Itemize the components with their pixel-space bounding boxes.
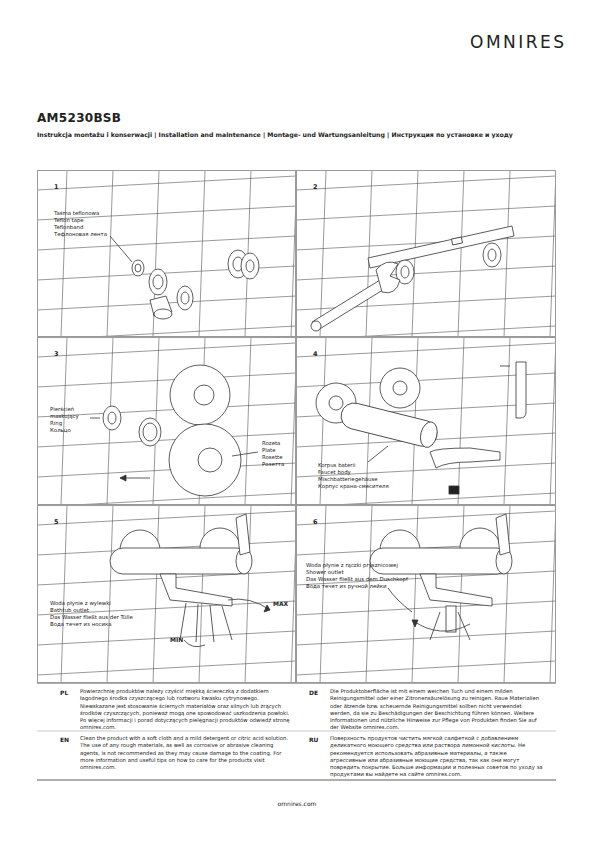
flow-marker: MAX bbox=[273, 600, 288, 607]
step-panel: 2 bbox=[296, 170, 556, 337]
part-label: Das Wasser fließt aus der Tülle bbox=[50, 614, 133, 620]
step-number: 6 bbox=[313, 518, 318, 526]
part-label: Ring bbox=[50, 420, 62, 426]
tile-grid bbox=[296, 170, 556, 337]
language-code: PL bbox=[60, 689, 68, 696]
part-label: Розетта bbox=[262, 461, 284, 467]
wrench bbox=[311, 262, 400, 331]
step-number: 4 bbox=[313, 350, 318, 358]
step-panel: 5 bbox=[37, 505, 296, 683]
eccentric-connector bbox=[132, 260, 193, 319]
flow-marker: MIN bbox=[170, 636, 183, 643]
tile-grid bbox=[296, 505, 556, 683]
diverter-knob bbox=[446, 606, 456, 632]
part-label: Bathtub outlet bbox=[50, 607, 89, 613]
part-label: Woda płynie z rączki prysznicowej bbox=[306, 562, 398, 568]
plate bbox=[169, 365, 241, 496]
part-label: Teflon tape bbox=[54, 217, 84, 223]
wall-tiles bbox=[37, 170, 556, 683]
part-label: Korpus baterii bbox=[318, 462, 356, 468]
part-label: Woda płynie z wylewki bbox=[50, 600, 111, 606]
lever-handle bbox=[500, 362, 526, 418]
part-label: maskujący bbox=[50, 413, 79, 419]
part-label: Shower outlet bbox=[306, 569, 344, 575]
model-title: AM5230BSB bbox=[37, 111, 121, 125]
tile-grid bbox=[296, 337, 556, 505]
part-label: Вода течет из ручной лейки bbox=[306, 583, 387, 589]
care-instructions: Clean the product with a soft cloth and … bbox=[80, 735, 292, 771]
step-panel: 6 bbox=[296, 505, 556, 683]
step-number: 5 bbox=[54, 518, 59, 526]
part-label: Taśma teflonowa bbox=[54, 210, 99, 216]
care-instructions: Powierzchnię produktów należy czyścić mi… bbox=[80, 688, 292, 732]
part-label: Кольцо bbox=[50, 427, 71, 433]
part-label: Teflonband bbox=[54, 224, 83, 230]
eccentric-connector bbox=[228, 250, 259, 279]
faucet-body bbox=[370, 514, 512, 632]
step-number: 1 bbox=[54, 183, 59, 191]
part-label: Rozeta bbox=[262, 440, 280, 446]
tile-grid bbox=[37, 170, 296, 337]
step-panel: 1 bbox=[37, 170, 296, 337]
part-label: Тефлоновая лента bbox=[54, 231, 107, 237]
part-label: Pierścień bbox=[50, 406, 74, 412]
language-code: RU bbox=[309, 736, 319, 743]
language-code: DE bbox=[309, 689, 318, 696]
part-label: Das Wasser fließt aus dem Duschkopf bbox=[306, 576, 408, 582]
part-label: Plate bbox=[262, 447, 275, 453]
tile-grid bbox=[37, 505, 296, 683]
part-label: Корпус крана-смесителя bbox=[318, 483, 389, 489]
care-instructions: Die Produktoberfläche ist mit einem weic… bbox=[330, 688, 544, 732]
brand-logo: OMNIRES bbox=[470, 32, 567, 52]
part-label: Вода течет из носика bbox=[50, 621, 111, 627]
part-label: Mischbatteriegehäuse bbox=[318, 476, 378, 482]
water-stream bbox=[388, 588, 470, 640]
step-panel: 3 bbox=[37, 337, 296, 505]
connector bbox=[103, 406, 121, 430]
faucet-body bbox=[110, 514, 252, 606]
water-stream bbox=[180, 599, 270, 647]
part-label: Faucet body bbox=[318, 469, 351, 475]
tile-grid bbox=[37, 337, 296, 505]
language-code: EN bbox=[60, 736, 69, 743]
connector bbox=[396, 243, 501, 284]
step-number: 2 bbox=[313, 183, 318, 191]
website: omnires.com bbox=[278, 800, 317, 807]
part-label: Rosette bbox=[262, 454, 282, 460]
subtitle: Instrukcja montażu i konserwacji | Insta… bbox=[37, 131, 513, 138]
step-number: 3 bbox=[54, 350, 59, 358]
masking-ring bbox=[139, 418, 161, 446]
care-instructions: Поверхность продуктов чистить мягкой сал… bbox=[330, 735, 544, 779]
